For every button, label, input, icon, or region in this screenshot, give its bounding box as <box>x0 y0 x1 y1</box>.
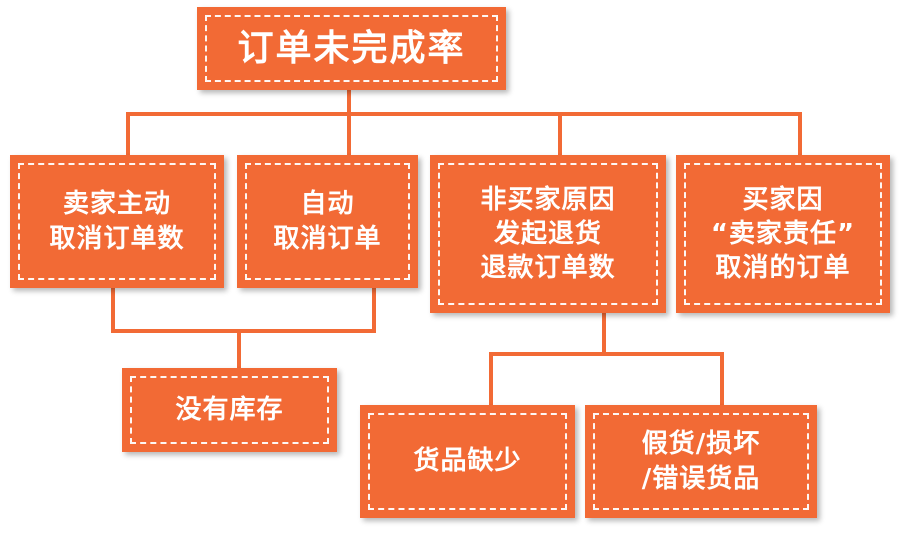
node-auto-cancel-line-2: 取消订单 <box>273 223 382 254</box>
node-fake-damaged-line-1: 假货/损坏 <box>641 429 761 460</box>
node-buyer-cancel-line-3: 取消的订单 <box>715 253 851 284</box>
node-auto-cancel: 自动 取消订单 <box>237 155 418 288</box>
node-return-refund-line-1: 非买家原因 <box>480 184 616 215</box>
node-auto-cancel-inner: 自动 取消订单 <box>245 163 410 280</box>
node-goods-shortage: 货品缺少 <box>360 405 575 518</box>
node-fake-damaged-inner: 假货/损坏 /错误货品 <box>593 413 809 510</box>
node-out-of-stock-label: 没有库存 <box>175 394 284 425</box>
node-buyer-cancel-line-1: 买家因 <box>742 184 824 215</box>
root-node-order-incomplete-rate: 订单未完成率 <box>197 7 506 90</box>
node-seller-cancel-count: 卖家主动 取消订单数 <box>10 155 224 288</box>
node-seller-cancel-line-2: 取消订单数 <box>49 223 185 254</box>
root-node-inner: 订单未完成率 <box>205 15 498 82</box>
node-return-refund-line-3: 退款订单数 <box>480 253 616 284</box>
node-seller-cancel-inner: 卖家主动 取消订单数 <box>18 163 216 280</box>
node-goods-shortage-inner: 货品缺少 <box>368 413 567 510</box>
node-auto-cancel-line-1: 自动 <box>300 189 355 220</box>
node-fake-damaged-line-2: /错误货品 <box>641 463 761 494</box>
node-out-of-stock: 没有库存 <box>122 368 337 452</box>
node-buyer-cancel-seller-fault: 买家因 “卖家责任” 取消的订单 <box>676 155 890 313</box>
node-fake-damaged-wrong-goods: 假货/损坏 /错误货品 <box>585 405 817 518</box>
node-out-of-stock-inner: 没有库存 <box>130 376 329 444</box>
node-buyer-cancel-line-2: “卖家责任” <box>710 218 856 249</box>
node-return-refund-inner: 非买家原因 发起退货 退款订单数 <box>438 163 658 305</box>
node-return-refund-line-2: 发起退货 <box>493 218 602 249</box>
node-return-refund-count: 非买家原因 发起退货 退款订单数 <box>430 155 666 313</box>
node-buyer-cancel-inner: 买家因 “卖家责任” 取消的订单 <box>684 163 882 305</box>
root-node-label: 订单未完成率 <box>237 27 466 69</box>
node-goods-shortage-label: 货品缺少 <box>413 446 522 477</box>
node-seller-cancel-line-1: 卖家主动 <box>62 189 171 220</box>
